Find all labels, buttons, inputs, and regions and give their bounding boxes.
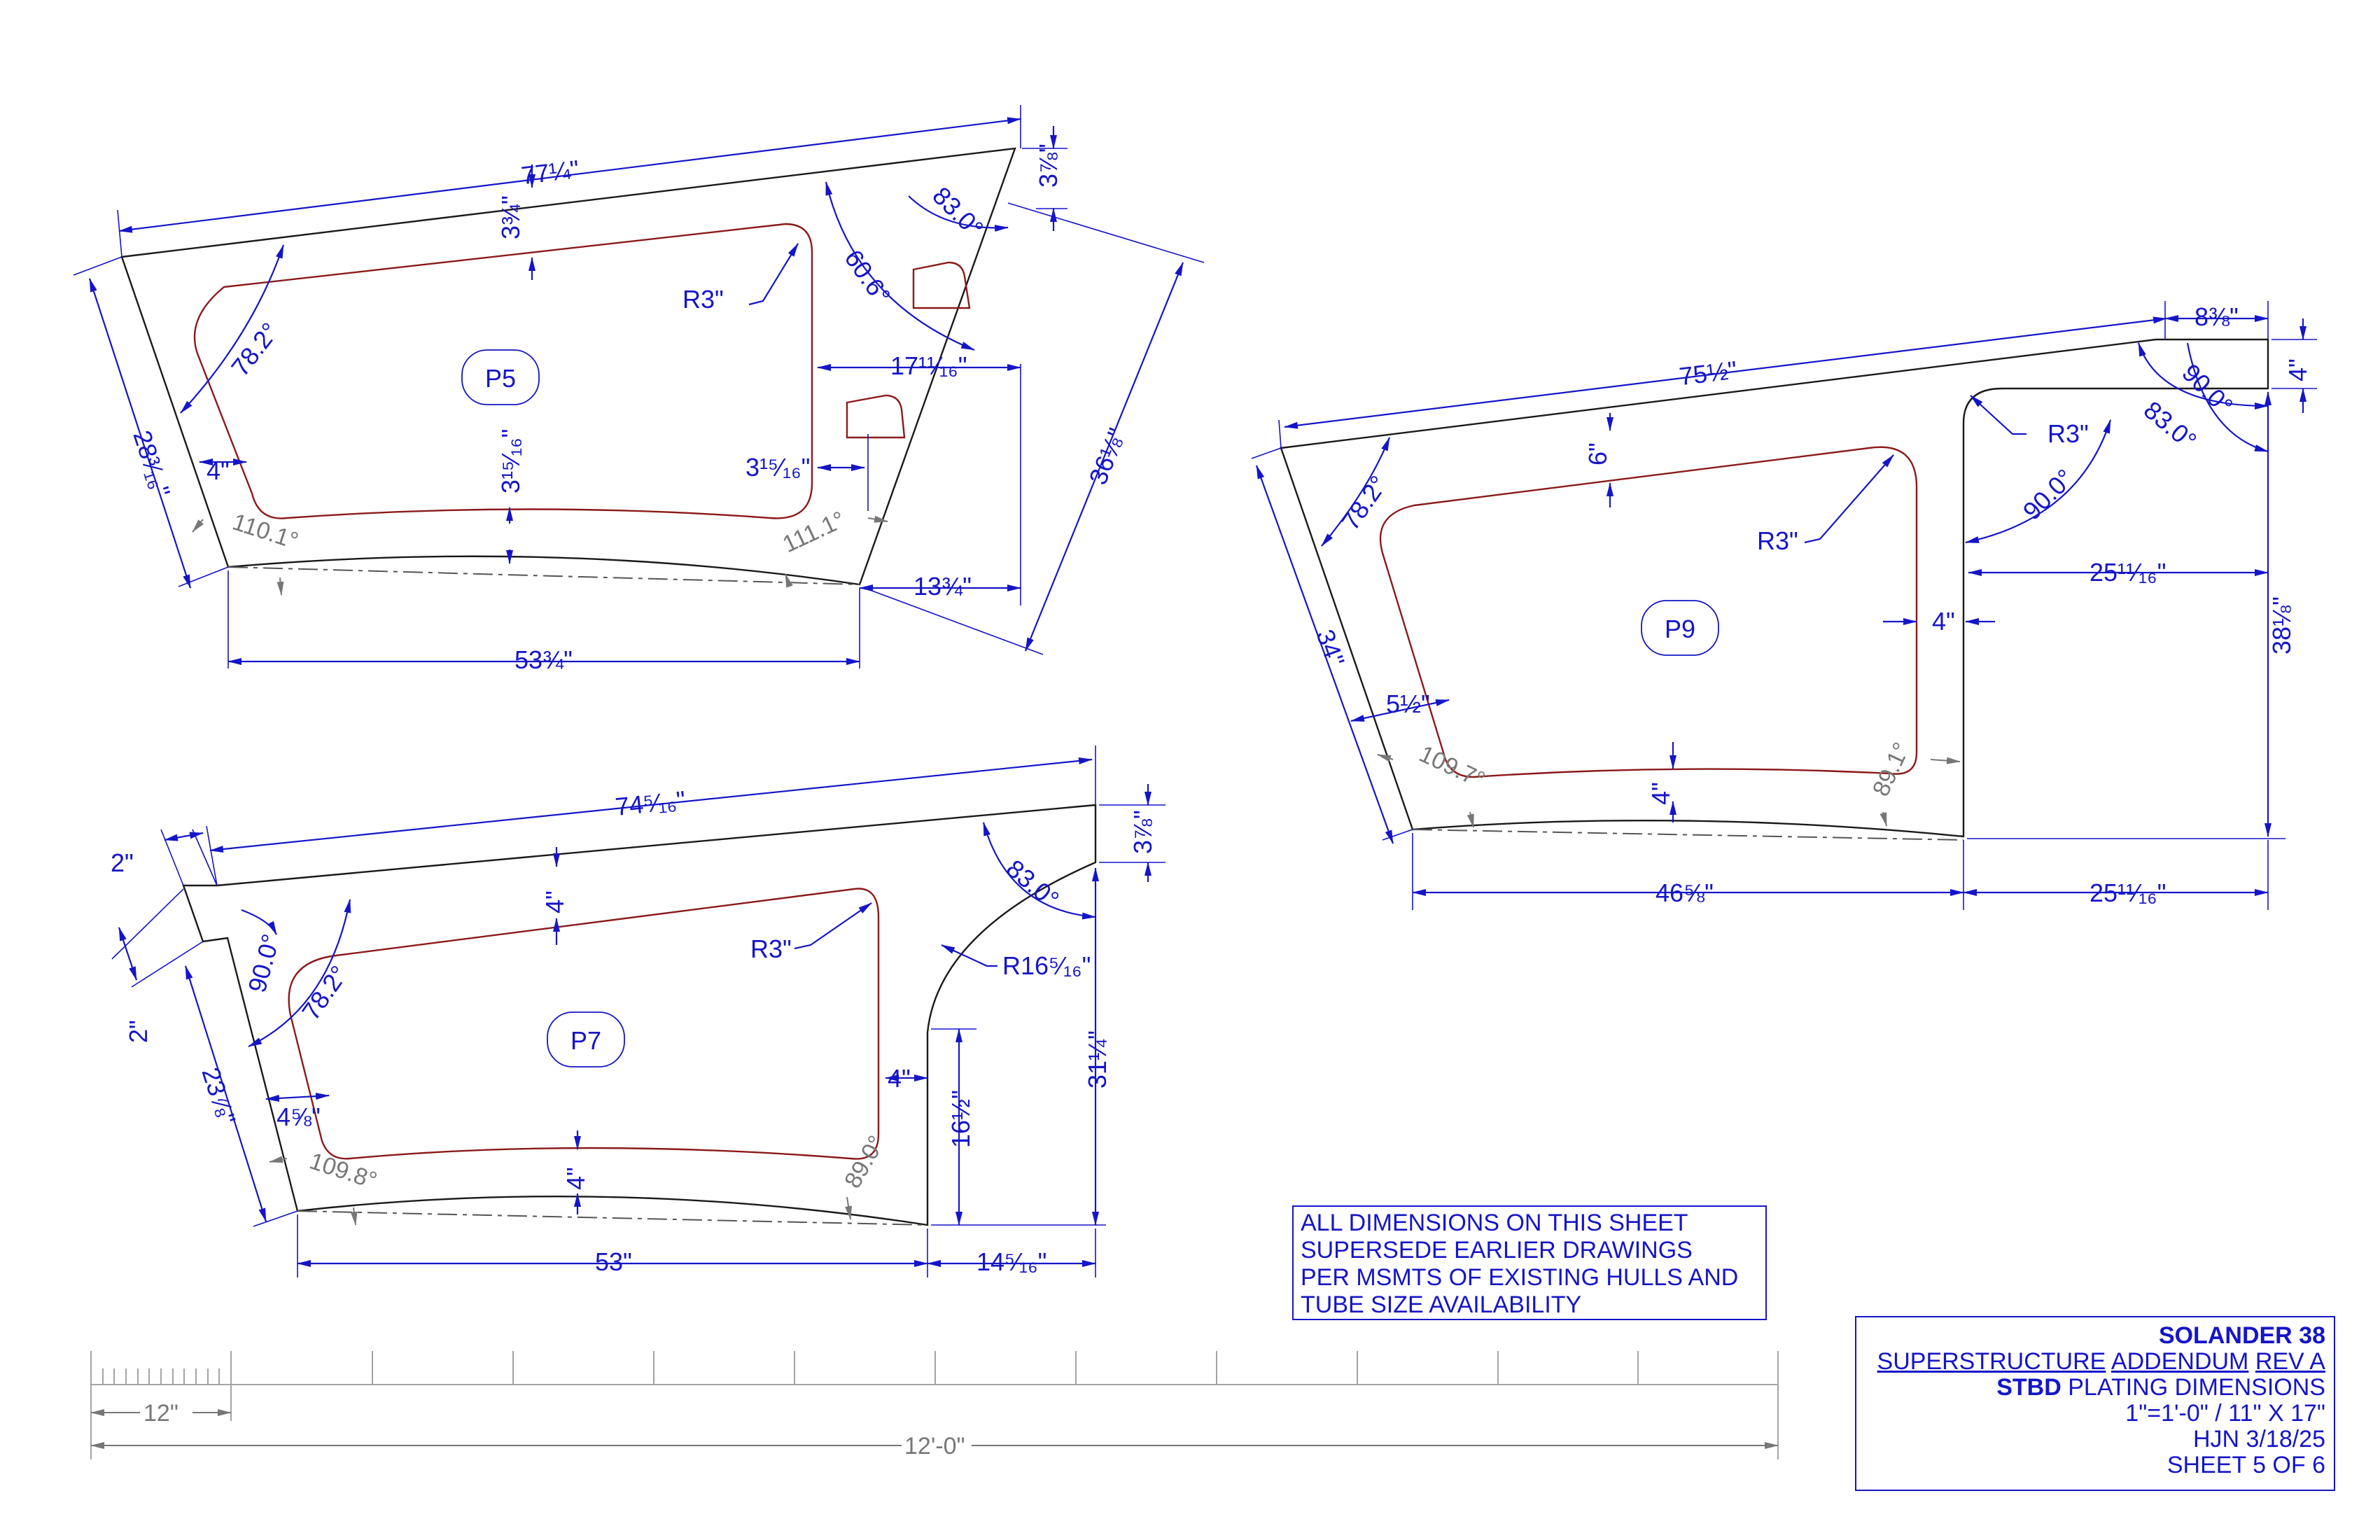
p9-angle-3: 83.0° — [2138, 396, 2202, 456]
p7-dim-inner-left: 4⅝" — [276, 1102, 321, 1131]
p7-dim-height-right: 31¼" — [1083, 1030, 1112, 1088]
p5-angle-5: 111.1° — [778, 506, 849, 558]
p5-dim-bottom-right: 13¾" — [913, 572, 972, 601]
p9-dim-bottom-right: 25¹¹⁄₁₆" — [2090, 878, 2166, 907]
p5-angle-4: 110.1° — [230, 508, 302, 554]
p7-angle-2: 78.2° — [296, 960, 354, 1026]
title-block: SOLANDER 38 SUPERSTRUCTURE ADDENDUM REV … — [1855, 1316, 2335, 1491]
p9-dim-width-right: 25¹¹⁄₁₆" — [2090, 558, 2166, 587]
part-p9: P9 75½" 8⅜" 4" 6" 34" 5½" 4" 4" 25¹¹⁄₁₆"… — [1251, 301, 2317, 910]
note-line: SUPERSEDE EARLIER DRAWINGS — [1301, 1237, 1693, 1264]
p9-angle-4: 90.0° — [2017, 463, 2080, 526]
p9-angle-6: 89.1° — [1868, 738, 1915, 800]
note-line: ALL DIMENSIONS ON THIS SHEET — [1301, 1210, 1688, 1236]
note-line: PER MSMTS OF EXISTING HULLS AND — [1301, 1264, 1739, 1291]
p5-dim-right-width: 17¹¹⁄₁₆" — [890, 351, 967, 380]
p5-angle-1: 78.2° — [225, 317, 284, 382]
part-p5: P5 77¼" 3⅞" 3¾" 28³⁄₁₆" 4" 3¹⁵⁄₁₆" 3¹⁵⁄₁… — [73, 105, 1205, 674]
p9-label: P9 — [1665, 615, 1695, 643]
p9-dim-top: 75½" — [1677, 356, 1738, 391]
sheet-number: SHEET 5 OF 6 — [2166, 1452, 2325, 1478]
general-note: ALL DIMENSIONS ON THIS SHEET SUPERSEDE E… — [1292, 1205, 1767, 1320]
p7-dim-arc-height: 16½" — [946, 1090, 975, 1148]
p7-dim-arc-radius: R16⁵⁄₁₆" — [1002, 951, 1091, 980]
p5-dim-inner-bottom: 3¹⁵⁄₁₆" — [496, 429, 525, 493]
p7-angle-4: 109.8° — [307, 1147, 381, 1194]
p7-dim-notch-top: 2" — [111, 848, 134, 877]
p7-dim-notch-side: 2" — [124, 1020, 153, 1043]
p9-dim-inner-bottom: 4" — [1646, 782, 1675, 805]
p7-angle-5: 89.0° — [839, 1131, 890, 1193]
p7-dim-left: 23⅞" — [196, 1064, 241, 1128]
drawing-subtitle: SUPERSTRUCTURE ADDENDUM REV A — [1877, 1348, 2325, 1375]
p7-dim-bottom-right: 14⁵⁄₁₆" — [976, 1247, 1046, 1276]
p7-dim-inner-top: 4" — [540, 890, 569, 913]
p9-angle-1: 78.2° — [1336, 470, 1393, 536]
drawing-description: STBD PLATING DIMENSIONS — [1996, 1374, 2325, 1401]
project-title: SOLANDER 38 — [2158, 1322, 2325, 1349]
p7-dim-inner-right: 4" — [888, 1064, 911, 1093]
p5-dim-top: 77¼" — [519, 155, 580, 190]
scale-bar: 12" 12'-0" — [90, 1351, 1779, 1460]
p5-dim-inner-left: 4" — [206, 456, 230, 485]
p5-angle-3: 83.0° — [927, 181, 989, 244]
p7-angle-1: 90.0° — [242, 931, 285, 995]
p7-dim-top-offset: 3⅞" — [1128, 810, 1157, 854]
drawing-scale: 1"=1'-0" / 11" X 17" — [2125, 1400, 2325, 1427]
p7-dim-inner-bottom: 4" — [561, 1167, 590, 1190]
scale-label-small: 12" — [144, 1400, 178, 1427]
p9-radius-inner: R3" — [1757, 526, 1798, 555]
p5-slot-2 — [846, 394, 906, 439]
p5-dim-diag: 36⅛" — [1083, 424, 1131, 489]
p5-label: P5 — [485, 364, 516, 393]
p5-dim-top-offset: 3⅞" — [1034, 144, 1063, 188]
p9-dim-inner-right: 4" — [1932, 607, 1955, 636]
p7-dim-bottom: 53" — [595, 1247, 632, 1276]
note-line: TUBE SIZE AVAILABILITY — [1301, 1292, 1582, 1318]
p5-dim-left: 28³⁄₁₆" — [127, 427, 176, 500]
p9-dim-inner-top: 6" — [1583, 442, 1612, 465]
p5-dim-bottom: 53¾" — [514, 645, 573, 674]
scale-label-total: 12'-0" — [904, 1433, 965, 1460]
p5-outline — [120, 147, 1016, 586]
p5-dim-inner-top: 3¾" — [496, 195, 525, 239]
p9-dim-bottom: 46⅝" — [1656, 878, 1714, 907]
p5-dim-inner-right: 3¹⁵⁄₁₆" — [746, 453, 810, 482]
p9-angle-5: 109.7° — [1415, 741, 1490, 794]
p5-radius: R3" — [682, 285, 724, 314]
p7-radius: R3" — [750, 934, 792, 963]
p9-dim-inner-left: 5½" — [1386, 690, 1430, 718]
p7-dim-top: 74⁵⁄₁₆" — [614, 785, 687, 821]
p7-label: P7 — [570, 1026, 601, 1055]
p5-angle-2: 60.6° — [839, 244, 896, 309]
author-date: HJN 3/18/25 — [2193, 1426, 2325, 1452]
p9-dim-height-right: 38⅛" — [2267, 596, 2296, 654]
p9-dim-right-drop: 4" — [2283, 358, 2312, 382]
p7-angle-3: 83.0° — [1001, 854, 1065, 914]
p9-dim-top-right: 8⅜" — [2194, 302, 2239, 331]
part-p7: P7 74⁵⁄₁₆" 3⅞" 2" 2" 23⅞" 4" 4⅝" 4" 4" R… — [111, 746, 1166, 1278]
p9-radius-outer: R3" — [2047, 419, 2089, 448]
